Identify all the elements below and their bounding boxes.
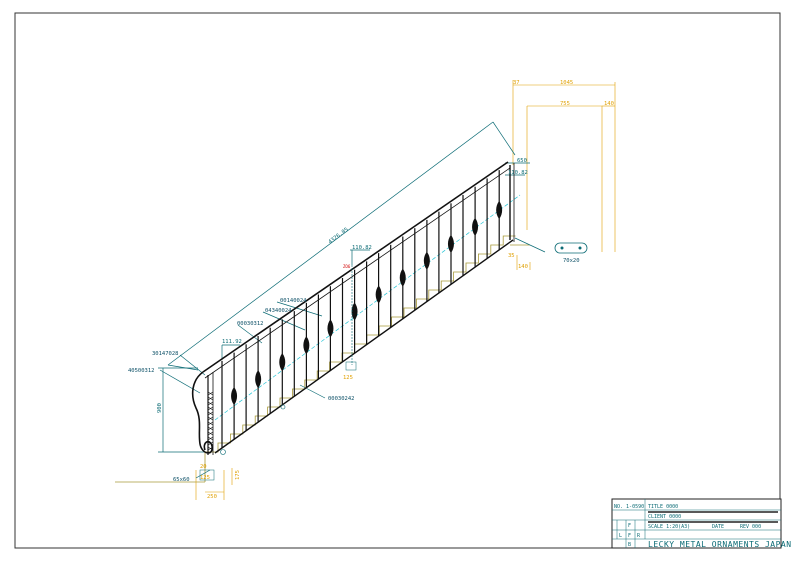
label-newel-body: 40500312 <box>128 368 155 374</box>
picket-ornament <box>351 302 358 321</box>
label-bottom-rail: 00030242 <box>328 396 355 402</box>
bottom-rail <box>214 239 514 454</box>
svg-text:REV 000: REV 000 <box>740 524 761 530</box>
picket-ornament <box>327 319 334 338</box>
newel-base <box>199 469 215 481</box>
post-mid-dim: 110.82 <box>352 245 372 251</box>
drawing-frame <box>14 12 781 549</box>
step-run-dim: 250 <box>207 494 217 500</box>
svg-text:CLIENT 0000: CLIENT 0000 <box>648 514 681 520</box>
tb-title-label: TITLE <box>648 504 663 510</box>
part-label-texts: 30147028 40500312 00030312 04340024 0014… <box>128 258 580 483</box>
picket-ornament <box>496 200 503 219</box>
rail-length-dim: 4326.05 <box>328 227 350 246</box>
wall-plate <box>554 242 588 254</box>
tb-grid-2: F <box>628 533 631 539</box>
top-width-dim: 650 <box>517 158 527 164</box>
top-left-dim: 755 <box>560 101 570 107</box>
top-small-dim: 37 <box>513 80 520 86</box>
picket-ornament <box>472 217 479 236</box>
twist-segment <box>207 401 214 406</box>
twist-segment <box>207 431 214 436</box>
twist-segment <box>207 441 214 446</box>
newel-scroll <box>191 371 213 454</box>
title-block: NO. 1-0590 TITLE 0000 CLIENT 0000 SCALE … <box>611 498 792 549</box>
label-picket-b: 04340024 <box>265 308 292 314</box>
label-base-plate: 65x60 <box>173 477 190 483</box>
height-dim: 900 <box>157 403 163 413</box>
picket-ornament <box>255 370 262 389</box>
centre-line <box>214 194 521 421</box>
tb-client-value: 0000 <box>669 514 681 520</box>
tb-grid-0: F <box>628 523 631 529</box>
twist-segment <box>207 416 214 421</box>
base-bolt <box>220 449 226 455</box>
tb-client-label: CLIENT <box>648 514 666 520</box>
twist-segment <box>207 396 214 401</box>
twist-segment <box>207 421 214 426</box>
dimension-texts: 4326.05 900 1045 755 140 37 650 110.82 1… <box>157 80 614 500</box>
label-newel-top: 30147028 <box>152 351 179 357</box>
newel-base-dim: 125 <box>200 475 210 481</box>
twist-segment <box>207 391 214 396</box>
top-total-dim: 1045 <box>560 80 573 86</box>
svg-text:TITLE 0000: TITLE 0000 <box>648 504 678 510</box>
post-left-dim: 111.92 <box>222 339 242 345</box>
label-wall-plate: 70x20 <box>563 258 580 264</box>
label-picket-a: 00030312 <box>237 321 264 327</box>
picket-ornament <box>447 234 454 253</box>
picket-ornament <box>423 251 430 270</box>
annotation-lines <box>158 121 546 479</box>
picket-ornament <box>279 353 286 372</box>
top-right-dim: 140 <box>604 101 614 107</box>
bottom-small-a: 35 <box>508 253 515 259</box>
picket-ornament <box>231 387 238 406</box>
tb-grid-1: L <box>619 533 622 539</box>
twist-segment <box>207 436 214 441</box>
tb-no-label: NO. <box>614 504 623 510</box>
tb-scale-label: SCALE <box>648 524 663 530</box>
svg-text:SCALE 1:20(A3): SCALE 1:20(A3) <box>648 524 690 530</box>
red-note: ZO6 <box>343 264 351 269</box>
picket-ornament <box>303 336 310 355</box>
svg-text:NO. 1-0590: NO. 1-0590 <box>614 504 644 510</box>
tb-grid-3: R <box>637 533 641 539</box>
label-picket-c: 00140024 <box>280 298 307 304</box>
top-handrail <box>202 161 509 373</box>
tb-rev-value: 000 <box>752 524 761 530</box>
tb-company-name: LECKY METAL ORNAMENTS JAPAN <box>648 540 792 549</box>
picket-ornament <box>375 285 382 304</box>
twist-segment <box>207 411 214 416</box>
picket-ornament <box>399 268 406 287</box>
rail-bolt <box>280 404 286 410</box>
bottom-step-dim: 140 <box>518 264 528 270</box>
tb-drawing-no: 1-0590 <box>626 504 644 510</box>
bottom-small-b: 20 <box>200 464 207 470</box>
tb-date-label: DATE <box>712 524 724 530</box>
post-top-dim: 110.82 <box>508 170 528 176</box>
tb-grid-4: B <box>628 542 631 548</box>
tb-scale-value: 1:20(A3) <box>666 524 690 530</box>
mid-base-dim: 125 <box>343 375 353 381</box>
twist-segment <box>207 446 214 451</box>
railing <box>191 161 515 455</box>
tb-title-value: 0000 <box>666 504 678 510</box>
mid-post-base <box>345 361 357 371</box>
twist-segment <box>207 406 214 411</box>
step-rise-dim: 175 <box>235 470 241 480</box>
tb-rev-label: REV <box>740 524 749 530</box>
twist-segment <box>207 426 214 431</box>
newel-twist <box>207 391 214 451</box>
dimension-lines <box>195 80 616 500</box>
